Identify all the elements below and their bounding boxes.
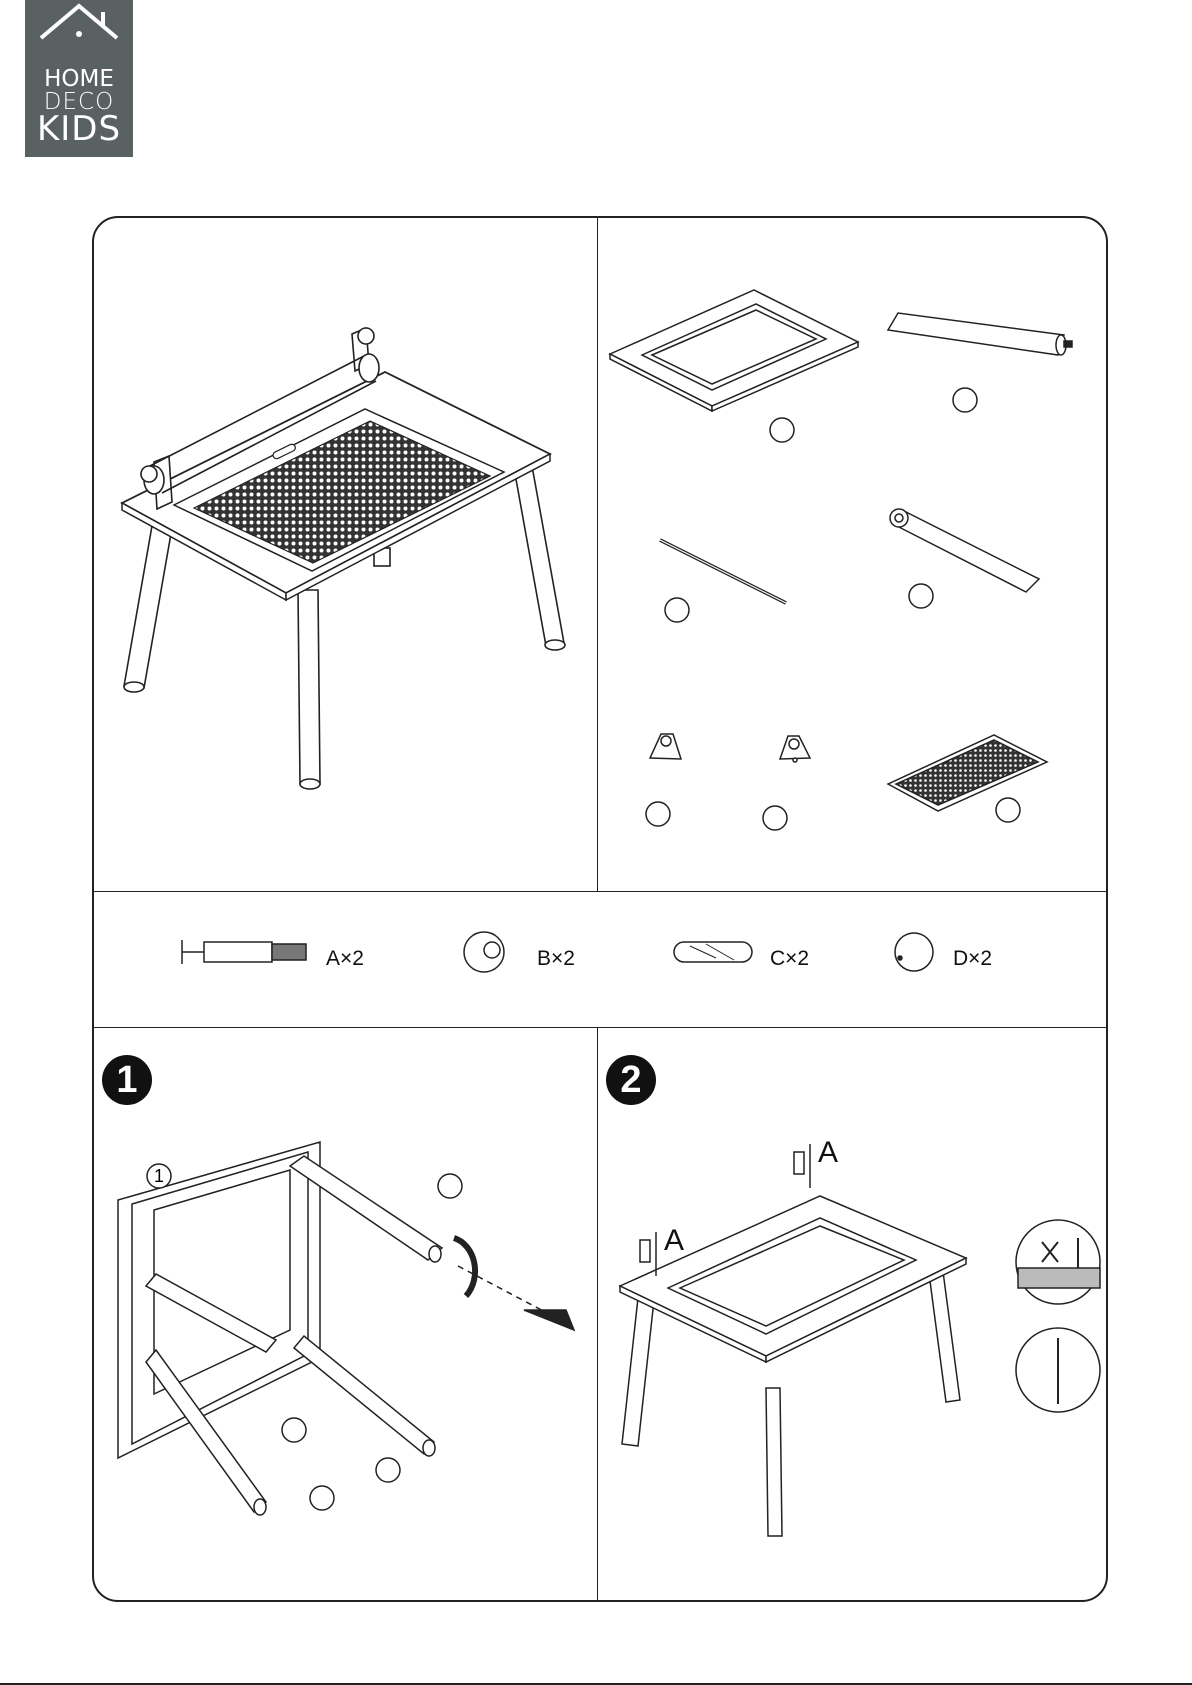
hardware-b-qty: B×2 — [537, 947, 575, 971]
step-1-panel: 1 — [94, 1028, 598, 1600]
assembled-table-drawing — [94, 218, 598, 891]
hardware-d-qty: D×2 — [953, 947, 992, 971]
instruction-sheet: A×2 B×2 C×2 D×2 1 — [92, 216, 1108, 1602]
hardware-c-qty: C×2 — [770, 947, 809, 971]
assembled-table-panel — [94, 218, 598, 891]
hardware-a-qty: A×2 — [326, 947, 364, 971]
step-2-fastener-label-top: A — [818, 1136, 838, 1170]
step-1-part-callout: 1 — [154, 1166, 164, 1186]
parts-drawing — [598, 218, 1106, 891]
logo-line-home: HOME — [25, 68, 133, 91]
parts-list-panel — [598, 218, 1106, 891]
step-2-panel: 2 — [598, 1028, 1106, 1600]
brand-logo: HOME DECO KIDS — [25, 0, 133, 157]
step-1-drawing: 1 — [94, 1028, 598, 1600]
step-2-drawing — [598, 1028, 1106, 1600]
logo-line-kids: KIDS — [25, 112, 133, 146]
hardware-panel: A×2 B×2 C×2 D×2 — [94, 891, 1106, 1028]
step-2-fastener-label-left: A — [664, 1224, 684, 1258]
house-roof-icon — [25, 0, 133, 70]
